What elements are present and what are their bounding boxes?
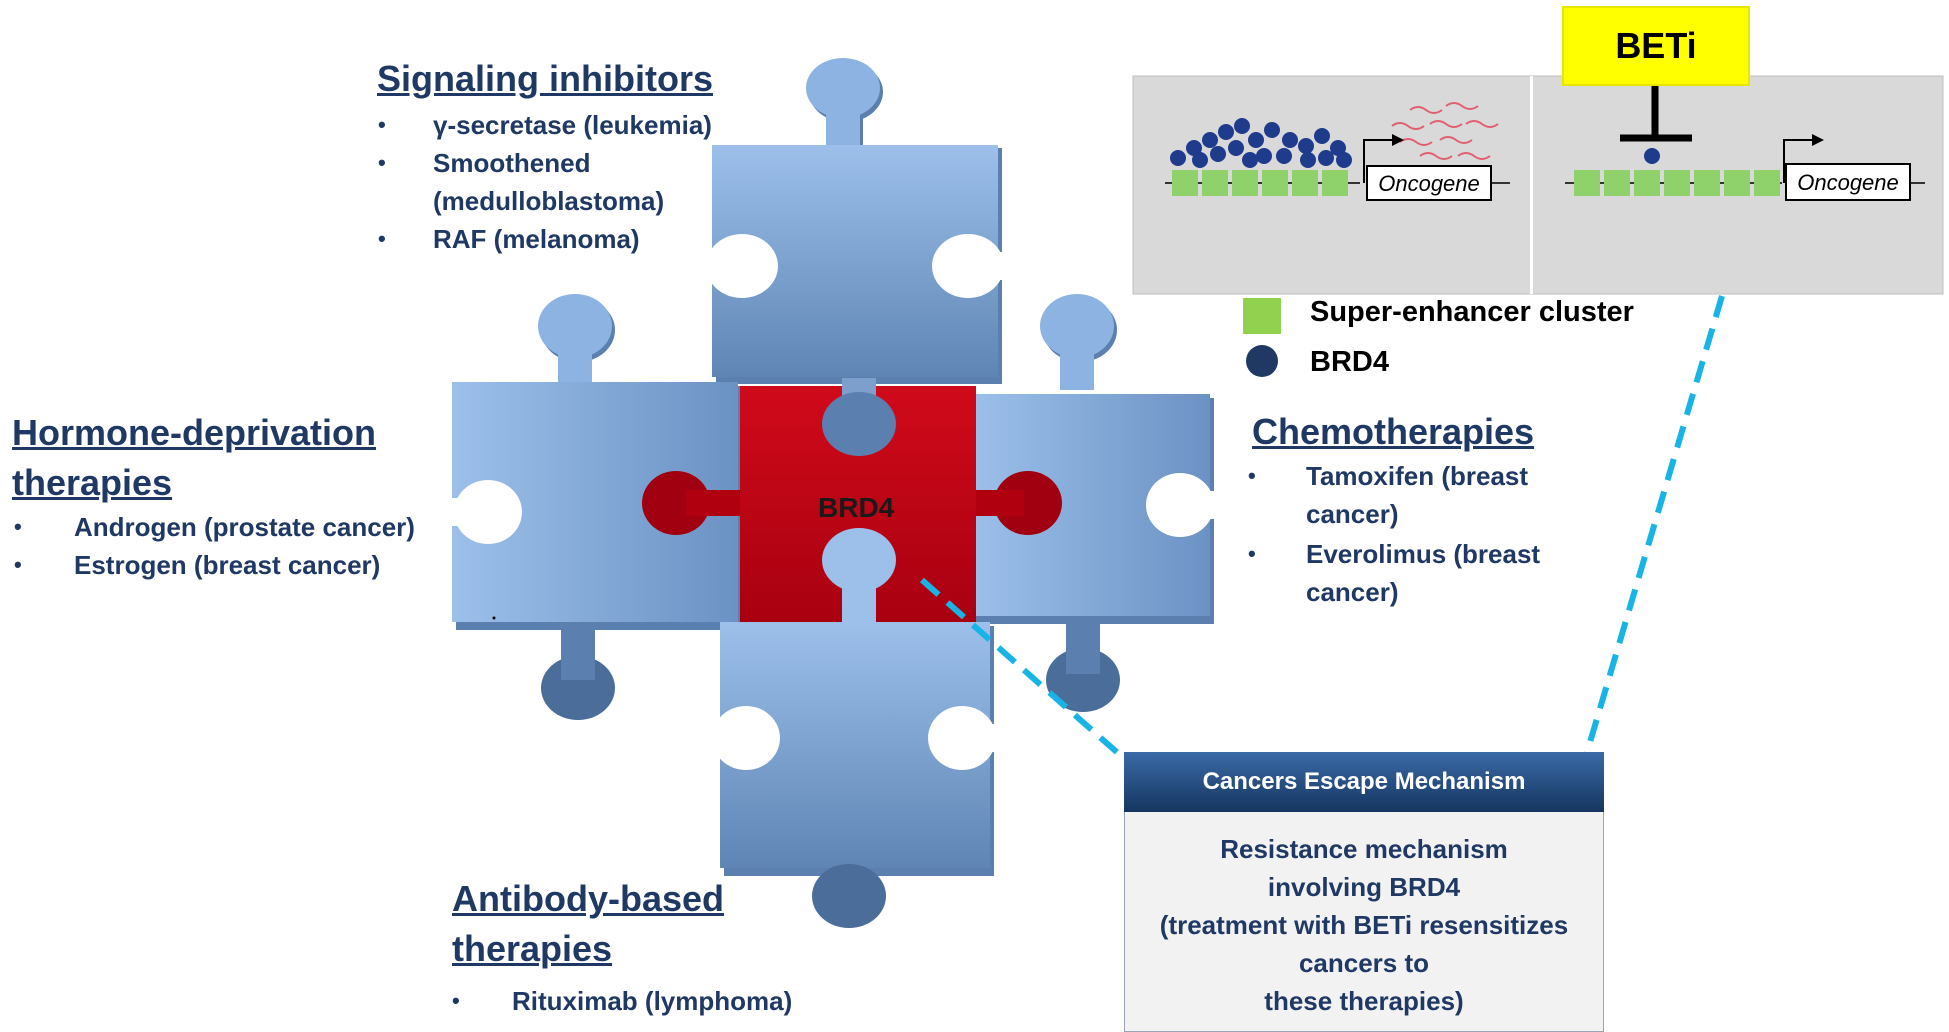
puzzle-piece-right bbox=[972, 294, 1220, 712]
super-enhancer-blocks-right bbox=[1574, 170, 1780, 196]
brd4-dot-right bbox=[1644, 148, 1660, 164]
super-enhancer-blocks-left bbox=[1172, 170, 1348, 196]
tss-arrow-left bbox=[1363, 139, 1392, 183]
list-antibody-based: •Rituximab (lymphoma) bbox=[452, 982, 872, 1020]
puzzle-piece-center bbox=[642, 378, 1062, 624]
puzzle-piece-bottom bbox=[712, 622, 996, 928]
gene-label-left: Oncogene bbox=[1378, 171, 1480, 196]
beti-label: BETi bbox=[1562, 6, 1750, 86]
center-piece-label: BRD4 bbox=[818, 492, 895, 523]
callout-header: Cancers Escape Mechanism bbox=[1124, 752, 1604, 812]
list-item: •Everolimus (breast cancer) bbox=[1248, 539, 1541, 607]
list-hormone-deprivation: •Androgen (prostate cancer) •Estrogen (b… bbox=[14, 508, 454, 584]
brd4-dots-left bbox=[1170, 118, 1352, 168]
heading-chemotherapies: Chemotherapies bbox=[1252, 411, 1535, 452]
heading-antibody-based: Antibody-based therapies bbox=[452, 878, 725, 969]
mechanism-panel: Oncogene Oncogene bbox=[1132, 75, 1944, 295]
inhibition-symbol bbox=[1620, 82, 1692, 142]
legend-super-enhancer: Super-enhancer cluster bbox=[1310, 296, 1634, 328]
gene-label-right: Oncogene bbox=[1797, 170, 1899, 195]
heading-hormone-deprivation: Hormone-deprivation therapies bbox=[12, 412, 377, 503]
dashed-connector-panel bbox=[1577, 295, 1725, 777]
transcript-waves bbox=[1391, 102, 1499, 160]
beti-text: BETi bbox=[1615, 25, 1697, 66]
dashed-connector-center bbox=[920, 577, 1130, 765]
list-item: •Androgen (prostate cancer) bbox=[14, 512, 415, 542]
list-item: •RAF (melanoma) bbox=[378, 224, 640, 254]
list-item: •γ-secretase (leukemia) bbox=[378, 110, 712, 140]
stray-dot bbox=[492, 616, 496, 620]
list-chemotherapies: •Tamoxifen (breast cancer) •Everolimus (… bbox=[1248, 457, 1576, 611]
list-item: •Smoothened (medulloblastoma) bbox=[378, 148, 665, 216]
heading-signaling-inhibitors: Signaling inhibitors bbox=[377, 58, 713, 99]
tss-arrow-right bbox=[1783, 139, 1812, 183]
legend-green-square bbox=[1243, 298, 1281, 334]
callout-body: Resistance mechanism involving BRD4 (tre… bbox=[1124, 812, 1604, 1032]
list-item: •Estrogen (breast cancer) bbox=[14, 550, 381, 580]
puzzle-piece-top bbox=[706, 58, 1004, 384]
legend-brd4-dot bbox=[1246, 345, 1278, 377]
list-signaling-inhibitors: •γ-secretase (leukemia) •Smoothened (med… bbox=[378, 106, 753, 258]
list-item: •Rituximab (lymphoma) bbox=[452, 986, 793, 1016]
list-item: •Tamoxifen (breast cancer) bbox=[1248, 461, 1529, 529]
legend-brd4: BRD4 bbox=[1310, 346, 1389, 378]
